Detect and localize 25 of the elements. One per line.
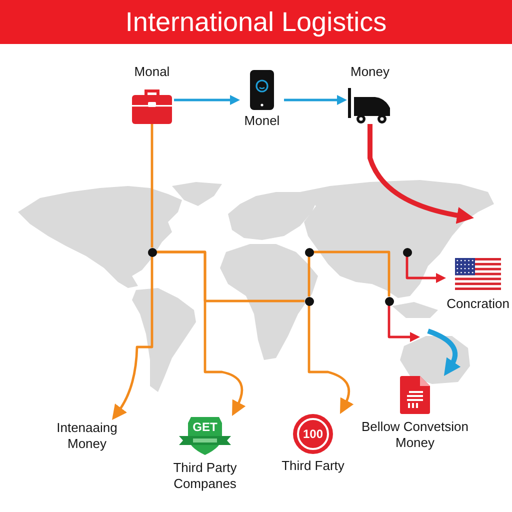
junction-dot <box>304 248 314 256</box>
arrow <box>388 306 420 342</box>
node-label: Concration <box>446 296 510 312</box>
arrow <box>284 95 347 105</box>
node-label: Bellow Convetsion Money <box>360 419 470 451</box>
connector-line <box>314 250 390 296</box>
title: International Logistics <box>125 6 387 38</box>
junction-dot <box>384 296 394 306</box>
connector-line <box>150 124 154 248</box>
curved-arrow <box>368 124 474 224</box>
arrow <box>406 256 446 283</box>
node-label: Monel <box>244 113 280 129</box>
connector-line <box>308 256 310 296</box>
curved-arrow <box>427 328 461 376</box>
curved-arrow <box>308 306 354 414</box>
arrow <box>174 95 240 105</box>
curved-arrow <box>112 256 154 420</box>
node-label: Third Farty <box>282 458 344 474</box>
badge-text: GET <box>192 421 218 434</box>
node-label: Third Party Companes <box>172 460 238 492</box>
node-label: Monal <box>134 64 170 80</box>
badge-text: 100 <box>302 428 324 440</box>
node-label: Intenaaing Money <box>56 420 118 452</box>
connector-line <box>156 250 304 302</box>
node-label: Money <box>350 64 390 80</box>
